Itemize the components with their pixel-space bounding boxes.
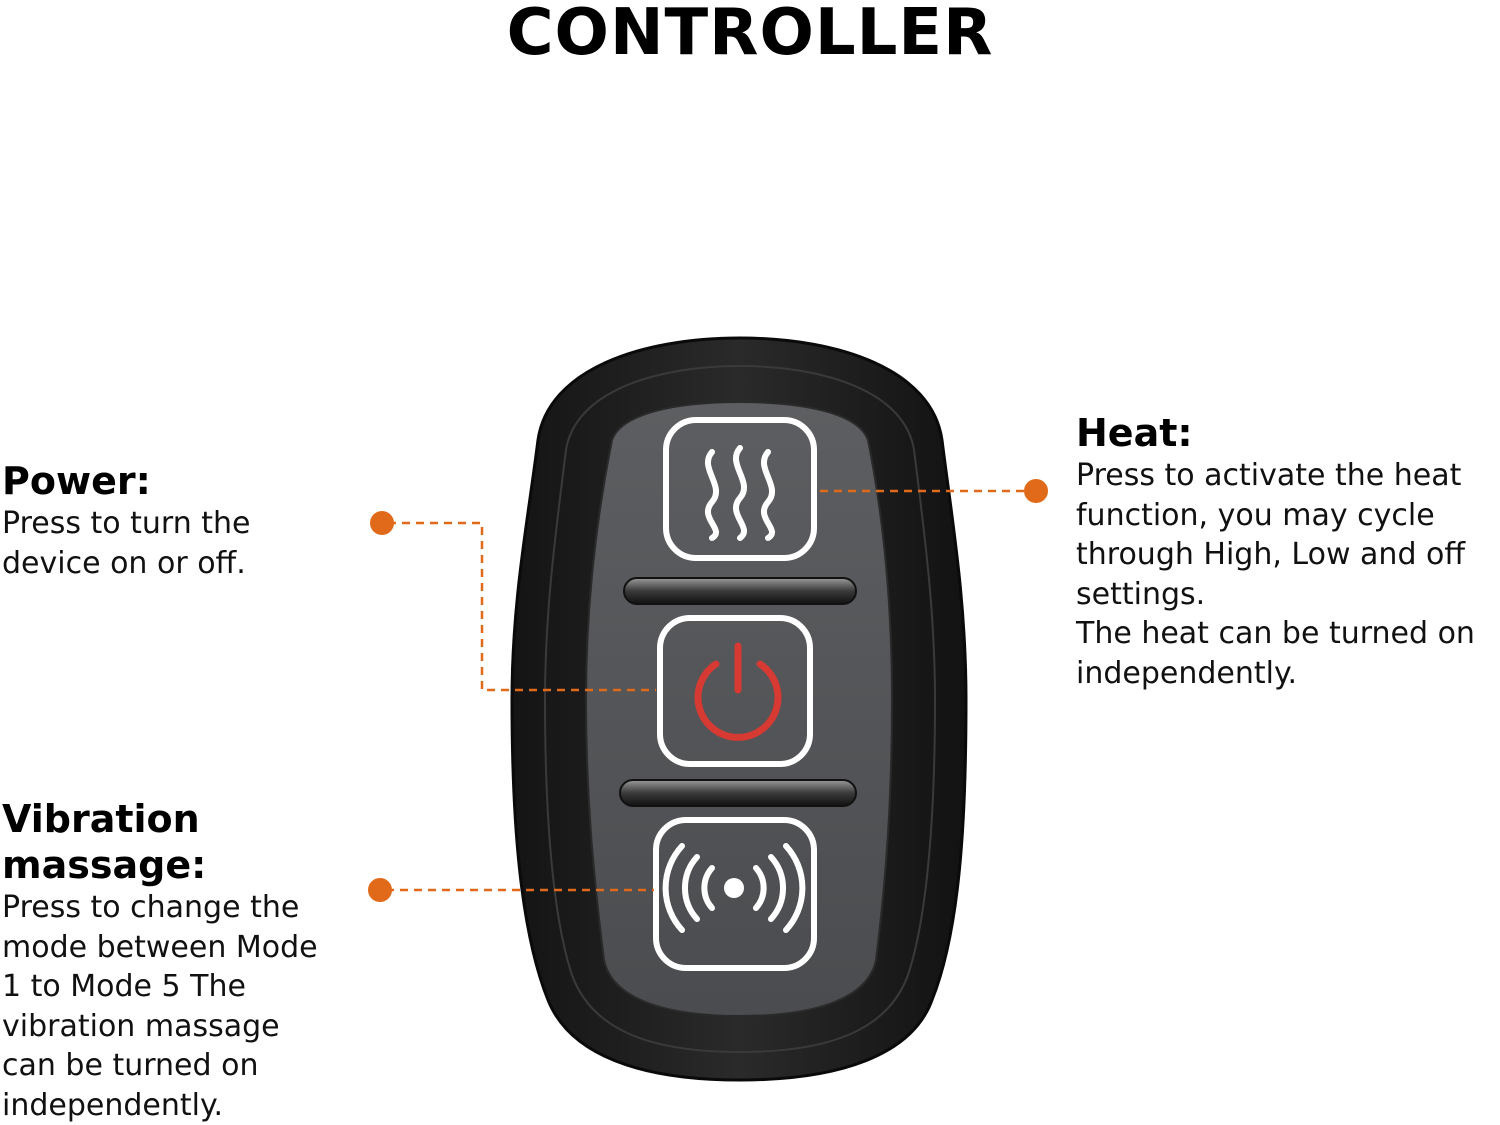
power-annotation: Power: Press to turn the device on or of… <box>2 458 362 583</box>
separator-bottom <box>619 779 857 807</box>
power-heading: Power: <box>2 459 151 503</box>
vibration-icon <box>662 843 806 933</box>
heat-description: Press to activate the heat function, you… <box>1076 458 1475 691</box>
leader-line-power <box>370 511 656 692</box>
power-icon <box>694 642 782 741</box>
controller-diagram <box>368 336 1048 1082</box>
heat-heading: Heat: <box>1076 411 1193 455</box>
device-inner-rim <box>543 364 937 1054</box>
vibration-description: Press to change the mode between Mode 1 … <box>2 890 318 1123</box>
leader-dot-heat <box>1024 479 1048 503</box>
heat-button[interactable] <box>663 417 817 561</box>
page-title: CONTROLLER <box>506 0 994 70</box>
leader-dot-vibration <box>368 878 392 902</box>
separator-top <box>623 577 857 605</box>
power-description: Press to turn the device on or off. <box>2 506 251 581</box>
vibration-annotation: Vibration massage: Press to change the m… <box>2 796 402 1125</box>
controller-device <box>510 336 968 1082</box>
leader-dot-power <box>370 511 394 535</box>
vibration-button[interactable] <box>653 817 817 971</box>
heat-annotation: Heat: Press to activate the heat functio… <box>1076 410 1500 693</box>
heat-wave-icon <box>704 445 776 541</box>
leader-line-heat <box>820 479 1048 503</box>
leader-line-vibration <box>368 878 654 902</box>
device-button-panel <box>584 400 894 1018</box>
power-button[interactable] <box>657 615 813 767</box>
vibration-heading: Vibration massage: <box>2 797 207 887</box>
